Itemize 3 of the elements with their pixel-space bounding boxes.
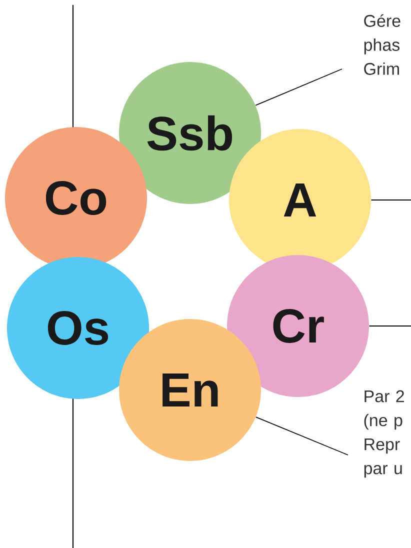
leader-line <box>255 68 342 106</box>
note-text: Gére phas Grim <box>364 14 400 75</box>
leader-line <box>255 416 348 456</box>
